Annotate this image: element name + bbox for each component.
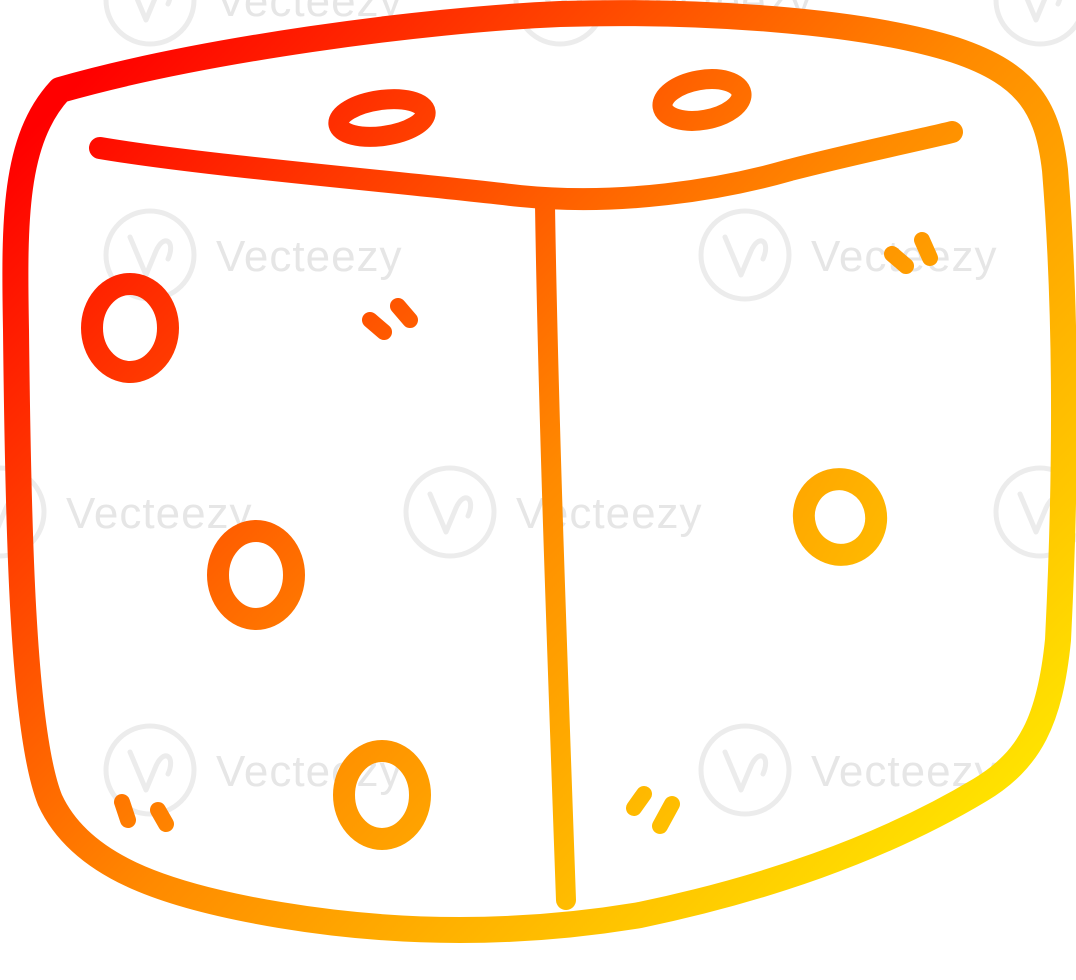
watermark-logo-icon: [993, 0, 1076, 47]
watermark-logo-icon: [0, 465, 47, 559]
pip-left-1: [81, 273, 179, 383]
die-outline: [2, 0, 1076, 943]
shine-mark-3: [114, 794, 174, 832]
watermark-logo-icon: [513, 0, 607, 47]
watermark-logo-icon: [403, 465, 497, 559]
watermark-v-glyph-icon: [722, 234, 769, 278]
watermark-brand-text: Vecteezy: [66, 489, 253, 538]
shine-mark-2: [884, 232, 938, 274]
watermark-v-glyph-icon: [722, 749, 769, 793]
top-face-edge: [89, 121, 963, 211]
watermark-brand-text: Vecteezy: [216, 232, 403, 281]
watermark-logo-icon: [698, 723, 792, 817]
vertical-edge: [535, 195, 576, 910]
shine-mark-4: [626, 786, 680, 834]
shine-mark-1: [362, 298, 418, 340]
pip-top-left: [328, 89, 436, 147]
watermark-logo-icon: [993, 465, 1076, 559]
pip-left-3: [333, 740, 431, 850]
watermark-v-glyph-icon: [127, 234, 174, 278]
watermark-tile: Vecteezy: [993, 0, 1076, 47]
watermark-v-glyph-icon: [427, 491, 474, 535]
watermark-v-glyph-icon: [127, 749, 174, 793]
pip-right-1: [792, 468, 888, 566]
watermark-logo-icon: [103, 723, 197, 817]
watermark-logo-icon: [698, 208, 792, 302]
pip-top-right: [652, 69, 752, 131]
pip-left-2: [207, 520, 305, 630]
watermark-logo-icon: [103, 0, 197, 47]
die-drawing: [2, 0, 1076, 943]
